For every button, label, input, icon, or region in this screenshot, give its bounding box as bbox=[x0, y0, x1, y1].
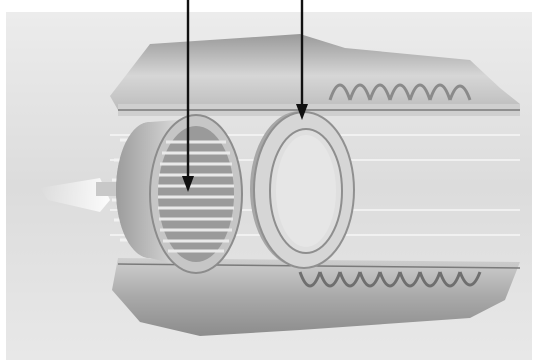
plain-ring bbox=[250, 111, 354, 268]
